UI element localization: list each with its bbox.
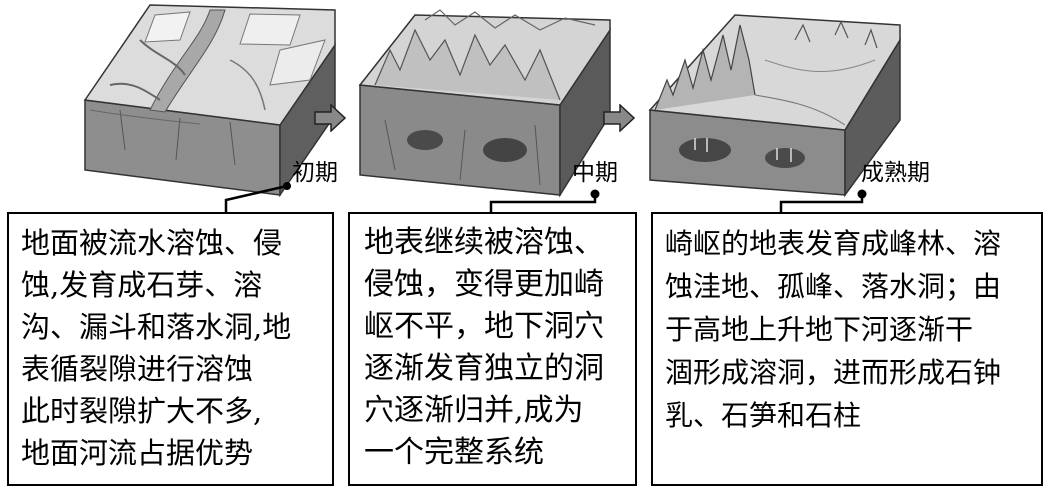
description-line: 侵蚀，变得更加崎 — [364, 267, 604, 302]
terrain-block-mature — [645, 0, 905, 200]
terrain-block-middle — [355, 0, 615, 200]
description-line: 涸形成溶洞，进而形成石钟 — [665, 356, 1002, 389]
stage-label-middle: 中期 — [572, 160, 618, 186]
description-box-middle: 地表继续被溶蚀、 侵蚀，变得更加崎 岖不平，地下洞穴 逐渐发育独立的洞 穴逐渐归… — [348, 212, 637, 486]
description-line: 地面被流水溶蚀、侵 — [21, 226, 283, 260]
description-line: 蚀,发育成石芽、溶 — [21, 268, 263, 302]
description-line: 此时裂隙扩大不多, — [21, 394, 263, 428]
description-line: 蚀洼地、孤峰、落水洞；由 — [665, 270, 1002, 303]
description-line: 一个完整系统 — [364, 435, 544, 470]
terrain-block-early — [80, 0, 340, 200]
description-line: 逐渐发育独立的洞 — [364, 351, 604, 386]
description-line: 地面河流占据优势 — [21, 436, 254, 470]
description-line: 表循裂隙进行溶蚀 — [21, 352, 254, 386]
description-line: 沟、漏斗和落水洞,地 — [21, 310, 292, 344]
description-box-early: 地面被流水溶蚀、侵 蚀,发育成石芽、溶 沟、漏斗和落水洞,地 表循裂隙进行溶蚀 … — [7, 212, 334, 486]
description-line: 乳、石笋和石柱 — [665, 399, 862, 432]
description-line: 穴逐渐归并,成为 — [364, 393, 584, 428]
description-line: 于高地上升地下河逐渐干 — [665, 313, 974, 346]
description-box-mature: 崎岖的地表发育成峰林、溶 蚀洼地、孤峰、落水洞；由 于高地上升地下河逐渐干 涸形… — [651, 212, 1043, 486]
stage-label-early: 初期 — [292, 160, 338, 186]
description-line: 岖不平，地下洞穴 — [364, 309, 604, 344]
description-line: 崎岖的地表发育成峰林、溶 — [665, 227, 1002, 260]
description-line: 地表继续被溶蚀、 — [364, 225, 604, 260]
arrow-right-icon — [603, 103, 636, 136]
arrow-right-icon — [314, 103, 347, 136]
stage-label-mature: 成熟期 — [861, 160, 930, 186]
